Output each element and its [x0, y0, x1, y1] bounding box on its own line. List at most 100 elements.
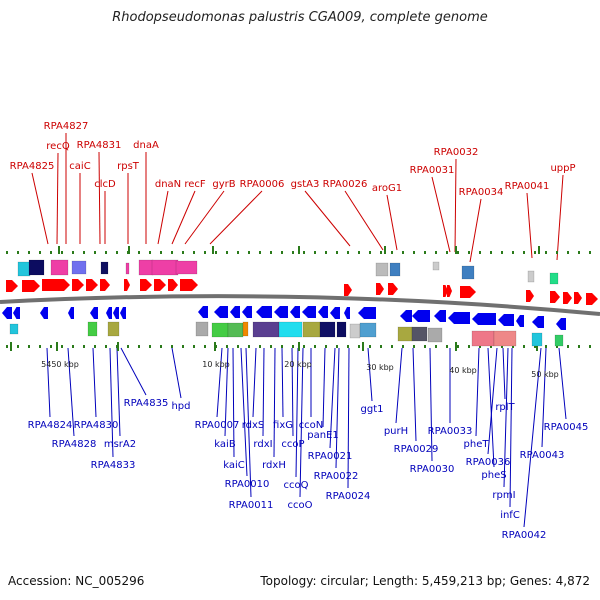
leader-line [109, 347, 114, 458]
scale-tick [336, 251, 338, 254]
gene-label-rpa0031: RPA0031 [410, 165, 455, 176]
gene-label-rdxh: rdxH [262, 460, 286, 471]
gene-label-rpa4830: RPA4830 [74, 420, 119, 431]
reverse-gene-arrow [290, 306, 300, 318]
cog-block [411, 326, 428, 342]
scale-tick [523, 345, 525, 348]
reverse-gene-arrow [256, 306, 272, 318]
gene-label-rpa0010: RPA0010 [225, 479, 270, 490]
scale-tick [556, 251, 558, 254]
cog-block [17, 261, 31, 277]
scale-tick [182, 345, 184, 348]
gene-label-rpa0043: RPA0043 [520, 450, 565, 461]
scale-tick [39, 251, 41, 254]
cog-blocks [9, 259, 564, 347]
leader-line [245, 347, 252, 498]
leader-line [92, 347, 97, 418]
scale-tick [578, 251, 580, 254]
scale-tick [523, 251, 525, 254]
reverse-gene-arrow [106, 307, 112, 319]
scale-tick [468, 345, 470, 348]
gene-label-rpa4831: RPA4831 [77, 140, 122, 151]
scale-tick [457, 345, 459, 348]
genome-backbone [0, 294, 600, 316]
cog-block [50, 259, 69, 276]
leader-line [412, 347, 417, 442]
leader-line [395, 347, 403, 424]
scale-tick [160, 251, 162, 254]
scale-tick [479, 251, 481, 254]
gene-label-infc: infC [500, 510, 520, 521]
reverse-gene-arrow [358, 307, 376, 319]
gene-labels: RPA4825recQRPA4827caiCRPA4831clcDrpsTdna… [10, 121, 589, 541]
scale-ticks [6, 246, 591, 351]
map-title: Rhodopseudomonas palustris CGA009, compl… [112, 10, 488, 25]
scale-tick [424, 345, 426, 348]
leader-line [431, 176, 451, 253]
forward-gene-arrow [586, 293, 598, 305]
leader-line [281, 347, 284, 418]
scale-tick-major [117, 342, 119, 351]
leader-line [216, 347, 223, 418]
cog-block [252, 321, 280, 338]
forward-gene-arrow [526, 290, 534, 302]
scale-tick [402, 345, 404, 348]
gene-label-phet: pheT [464, 439, 490, 450]
reverse-gene-arrow [274, 306, 288, 318]
scale-tick [94, 251, 96, 254]
reverse-gene-arrow [516, 315, 524, 327]
scale-tick [380, 345, 382, 348]
gene-label-rdxs: rdxS [242, 420, 265, 431]
scale-tick [391, 345, 393, 348]
forward-gene-arrow [72, 279, 84, 291]
scale-tick [248, 345, 250, 348]
scale-tick [347, 251, 349, 254]
forward-gene-arrow [86, 279, 98, 291]
leader-line [184, 190, 225, 245]
scale-tick [325, 345, 327, 348]
scale-tick [50, 251, 52, 254]
leader-line [558, 347, 567, 420]
scale-tick [303, 345, 305, 348]
forward-gene-arrow [42, 279, 70, 291]
scale-tick [61, 345, 63, 348]
gene-label-rpa0022: RPA0022 [314, 471, 359, 482]
leader-line [98, 151, 101, 245]
scale-tick [105, 345, 107, 348]
scale-tick [138, 345, 140, 348]
scale-tick-major [58, 246, 60, 254]
gene-label-rpa4827: RPA4827 [44, 121, 89, 132]
scale-tick [589, 345, 591, 348]
leader-line [116, 347, 121, 437]
scale-tick [83, 251, 85, 254]
gene-label-rpst: rpsT [117, 161, 140, 172]
scale-tick [83, 345, 85, 348]
scale-tick [215, 251, 217, 254]
scale-tick [468, 251, 470, 254]
scale-tick [413, 251, 415, 254]
genome-summary: Topology: circular; Length: 5,459,213 bp… [260, 574, 590, 588]
scale-tick [149, 345, 151, 348]
reverse-gene-arrow [330, 307, 340, 319]
forward-gene-arrow [154, 279, 166, 291]
cog-block [531, 332, 543, 347]
leader-line [487, 347, 498, 455]
scale-tick [545, 345, 547, 348]
leader-line [347, 347, 350, 489]
leader-line [252, 347, 257, 418]
scale-tick [72, 251, 74, 254]
scale-tick-major [384, 246, 386, 254]
scale-tick [237, 251, 239, 254]
accession-text: Accession: NC_005296 [8, 574, 145, 588]
leader-line [523, 347, 542, 528]
cog-block [336, 321, 347, 338]
reverse-gene-arrow [434, 310, 446, 322]
scale-tick [6, 251, 8, 254]
reverse-gene-arrow [242, 306, 252, 318]
scale-tick [391, 251, 393, 254]
scale-tick-major [455, 246, 457, 254]
gene-label-clcd: clcD [94, 179, 116, 190]
cog-block [125, 262, 130, 275]
cog-block [319, 321, 336, 338]
scale-tick [490, 251, 492, 254]
